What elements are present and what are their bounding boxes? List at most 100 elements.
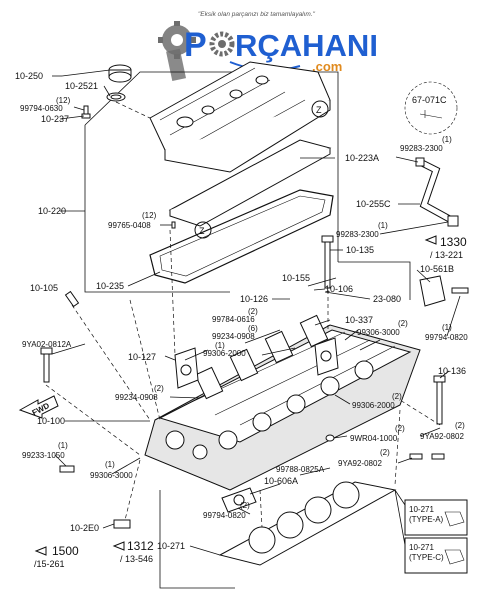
label-10-105: 10-105 — [30, 283, 58, 293]
forward-arrow-icon — [18, 395, 59, 419]
label-qty-1f: (1) — [105, 460, 115, 469]
label-10-271-type-c-part: 10-271 — [409, 543, 434, 552]
label-qty-1a: (1) — [442, 135, 452, 144]
detail-67-071c — [404, 81, 458, 135]
valve-cover — [149, 61, 331, 173]
brand-tagline: "Eksik olan parçanızı biz tamamlayalım." — [198, 11, 316, 18]
label-99794-0820-top: 99794-0820 — [425, 333, 468, 342]
label-qty-12a: (12) — [56, 96, 71, 105]
bolt-99765-0408 — [171, 221, 176, 229]
label-99306-3000-bottom: 99306-3000 — [90, 471, 133, 480]
label-10-235: 10-235 — [96, 281, 124, 291]
oil-filler-cap — [106, 64, 132, 102]
label-9wr04-1000: 9WR04-1000 — [350, 434, 398, 443]
label-99234-0908-bottom: 99234-0908 — [115, 393, 158, 402]
cam-cap-right — [314, 337, 339, 376]
reference-arrow-1330-icon — [424, 235, 437, 245]
label-67-071c: 67-071C — [412, 95, 447, 105]
valve-cover-gasket — [149, 189, 334, 284]
label-z-cover: Z — [316, 105, 322, 115]
plug-9wr04-1000 — [325, 434, 335, 442]
water-outlet-10-606a — [221, 487, 257, 513]
sensor-10-2e0 — [113, 519, 131, 529]
label-qty-1c: (1) — [442, 323, 452, 332]
label-10-223a: 10-223A — [345, 153, 379, 163]
label-ref-13-546: / 13-546 — [120, 554, 153, 564]
label-99306-3000-top: 99306-3000 — [357, 328, 400, 337]
label-qty-1e: (1) — [58, 441, 68, 450]
label-10-136: 10-136 — [438, 366, 466, 376]
label-99794-0630: 99794-0630 — [20, 104, 63, 113]
dowel-10-105 — [64, 290, 80, 308]
label-99788-0825a: 99788-0825A — [276, 465, 325, 474]
label-99784-0616: 99784-0616 — [212, 315, 255, 324]
brand-domain: .com — [312, 59, 342, 74]
label-qty-2h: (2) — [240, 501, 250, 510]
label-99306-2000-top: 99306-2000 — [203, 349, 246, 358]
label-ref-1330: 1330 — [440, 235, 467, 249]
label-99306-2000-bottom: 99306-2000 — [352, 401, 395, 410]
label-qty-2f: (2) — [455, 421, 465, 430]
label-type-a: (TYPE-A) — [409, 515, 444, 524]
label-10-127: 10-127 — [128, 352, 156, 362]
label-99794-0820-bottom: 99794-0820 — [203, 511, 246, 520]
label-qty-1d: (1) — [215, 341, 225, 350]
label-10-237: 10-237 — [41, 114, 69, 124]
brand-watermark: "Eksik olan parçanızı biz tamamlayalım."… — [158, 11, 378, 82]
label-10-220: 10-220 — [38, 206, 66, 216]
label-10-255c: 10-255C — [356, 199, 391, 209]
label-qty-2e: (2) — [395, 424, 405, 433]
label-type-c: (TYPE-C) — [409, 553, 444, 562]
plug-99233-1050 — [59, 465, 75, 473]
upper-group-frame — [84, 125, 180, 293]
head-bolts-10-135 — [40, 235, 446, 425]
label-ref-1312: 1312 — [127, 539, 154, 553]
label-qty-12b: (12) — [142, 211, 157, 220]
cylinder-head — [144, 314, 421, 491]
label-10-561b: 10-561B — [420, 264, 454, 274]
alignment-dashes — [45, 101, 441, 528]
label-qty-2d: (2) — [392, 392, 402, 401]
cam-cap-left — [174, 347, 199, 389]
label-qty-2a: (2) — [248, 307, 258, 316]
head-gasket — [218, 481, 397, 566]
label-qty-6: (6) — [248, 324, 258, 333]
label-9ya02-0812a: 9YA02-0812A — [22, 340, 72, 349]
label-23-080: 23-080 — [373, 294, 401, 304]
label-10-2521: 10-2521 — [65, 81, 98, 91]
label-10-337: 10-337 — [345, 315, 373, 325]
gasket-type-box-c — [404, 537, 468, 574]
label-qty-1b: (1) — [378, 221, 388, 230]
part-labels: 10-250 10-2521 (12) 99794-0630 10-237 67… — [15, 71, 468, 569]
gasket-type-box-a — [404, 499, 468, 536]
brand-letter-p: P — [184, 26, 207, 64]
gasket-frame — [159, 490, 235, 589]
label-ref-1500: 1500 — [52, 544, 79, 558]
label-10-271-type-a-part: 10-271 — [409, 505, 434, 514]
leader-lines — [51, 69, 461, 556]
label-10-155: 10-155 — [282, 273, 310, 283]
label-99283-2300-top: 99283-2300 — [400, 144, 443, 153]
label-9ya92-0802-right: 9YA92-0802 — [420, 432, 464, 441]
baffle-plate — [168, 139, 332, 227]
label-10-126: 10-126 — [240, 294, 268, 304]
label-99765-0408: 99765-0408 — [108, 221, 151, 230]
label-99234-0908-top: 99234-0908 — [212, 332, 255, 341]
breather-hose — [415, 157, 459, 227]
bracket-10-561b — [419, 275, 469, 307]
brand-name: RÇAHANI — [235, 28, 378, 63]
label-10-2e0: 10-2E0 — [70, 523, 99, 533]
label-99233-1050: 99233-1050 — [22, 451, 65, 460]
label-ref-15-261: /15-261 — [34, 559, 65, 569]
label-10-135: 10-135 — [346, 245, 374, 255]
label-qty-2c: (2) — [154, 384, 164, 393]
label-10-271: 10-271 — [157, 541, 185, 551]
label-99283-2300-bottom: 99283-2300 — [336, 230, 379, 239]
label-10-100: 10-100 — [37, 416, 65, 426]
label-qty-2b: (2) — [398, 319, 408, 328]
label-ref-13-221: / 13-221 — [430, 250, 463, 260]
brand-a-gear-icon — [209, 31, 235, 57]
gear-logo-icon — [158, 21, 196, 82]
label-qty-2g: (2) — [380, 448, 390, 457]
